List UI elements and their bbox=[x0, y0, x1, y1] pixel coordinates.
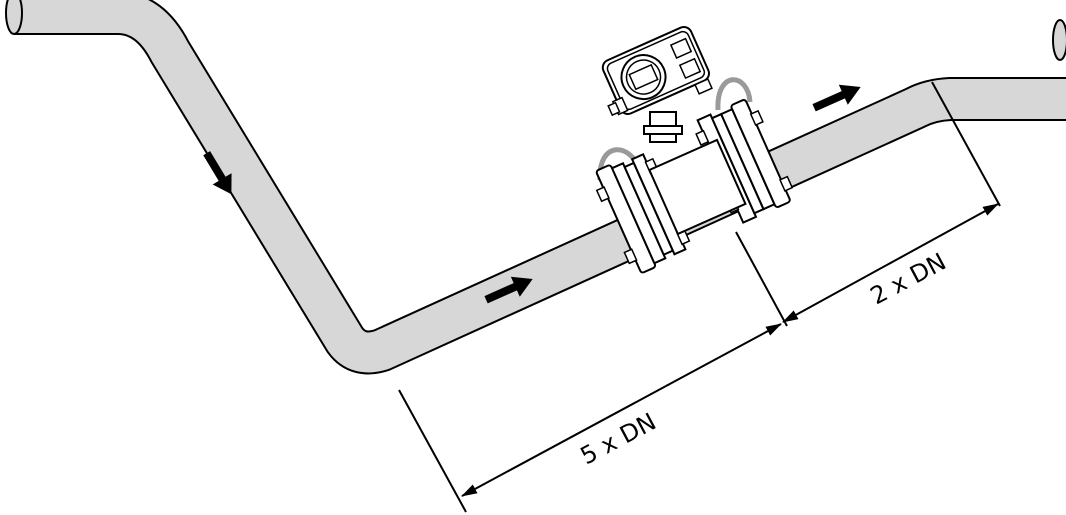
extension-line bbox=[398, 389, 467, 513]
dimension-line bbox=[782, 203, 999, 323]
pipe-body bbox=[14, 0, 1066, 373]
flange-left bbox=[595, 153, 691, 274]
extension-line bbox=[735, 231, 788, 327]
pipe bbox=[5, 0, 1066, 375]
sensor-body bbox=[648, 138, 747, 236]
downstream-distance-label: 2 x DN bbox=[866, 248, 951, 311]
flow-direction-arrow-icon bbox=[203, 151, 232, 195]
pipe-end-right bbox=[1052, 19, 1066, 61]
pipe-end-left bbox=[5, 0, 23, 35]
flow-arrows bbox=[203, 84, 861, 304]
ground-cable-right bbox=[715, 77, 753, 111]
flow-direction-arrow-icon bbox=[484, 276, 533, 304]
extension-line bbox=[931, 81, 1001, 207]
dimension-line bbox=[461, 323, 782, 497]
electromagnetic-flowmeter-icon bbox=[595, 26, 794, 274]
transmitter-neck bbox=[643, 111, 683, 143]
transmitter-head bbox=[601, 26, 713, 117]
flow-direction-arrow-icon bbox=[812, 84, 861, 112]
upstream-distance-label: 5 x DN bbox=[576, 408, 661, 471]
